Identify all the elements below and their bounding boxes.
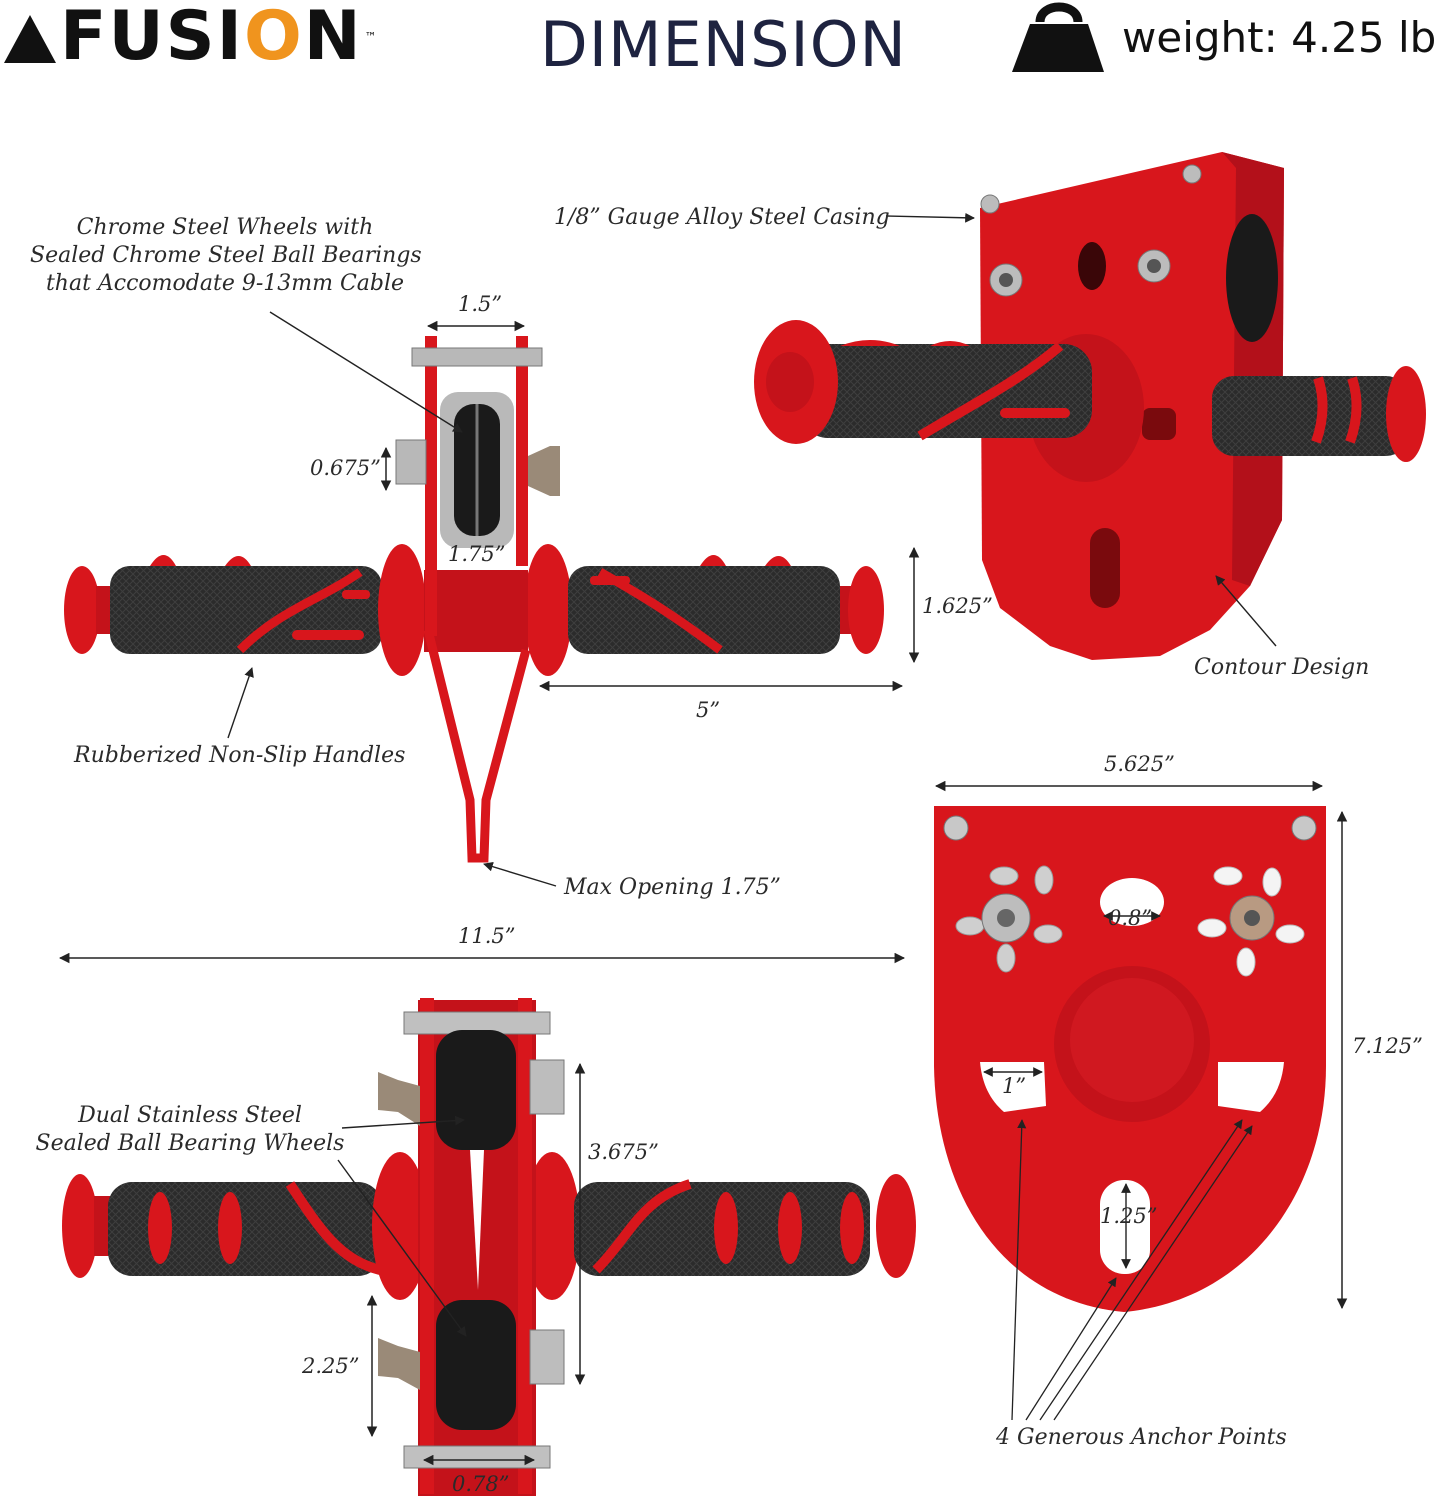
- dual-wheels-line1: Dual Stainless Steel: [78, 1103, 302, 1128]
- dim-axle-offset: 0.675”: [310, 456, 381, 480]
- wheels-callout: Chrome Steel Wheels with Sealed Chrome S…: [30, 214, 422, 298]
- brand-mark-icon: [4, 15, 56, 63]
- kettlebell-weight-icon: [1012, 2, 1104, 72]
- front-wheel: [440, 392, 514, 548]
- front-right-handle: [524, 544, 884, 676]
- max-opening-callout: Max Opening 1.75”: [564, 875, 781, 900]
- front-frame: [395, 336, 560, 863]
- dim-grip-diameter: 1.625”: [922, 594, 993, 618]
- brand-text-main: FUSI: [60, 0, 244, 76]
- trademark: ™: [364, 30, 379, 44]
- brand-text-o: O: [243, 0, 304, 76]
- dim-plate-width: 5.625”: [1104, 752, 1175, 776]
- front-left-handle: [64, 544, 426, 676]
- dim-side-thickness: 0.78”: [452, 1472, 510, 1496]
- dim-center-hole: 0.8”: [1108, 906, 1153, 930]
- perspective-view: [754, 152, 1426, 660]
- contour-callout: Contour Design: [1194, 655, 1370, 680]
- casing-callout: 1/8” Gauge Alloy Steel Casing: [554, 205, 890, 230]
- page-title: DIMENSION: [540, 8, 907, 81]
- top-view: [58, 952, 916, 1496]
- dim-handle-length: 5”: [696, 698, 721, 722]
- dual-wheels-line2: Sealed Ball Bearing Wheels: [35, 1131, 345, 1156]
- wheels-callout-line3: that Accomodate 9-13mm Cable: [45, 271, 405, 296]
- handles-callout: Rubberized Non-Slip Handles: [74, 743, 406, 768]
- anchors-callout: 4 Generous Anchor Points: [996, 1425, 1287, 1450]
- weight-label: weight: 4.25 lb: [1122, 13, 1437, 62]
- dim-plate-height: 7.125”: [1352, 1034, 1423, 1058]
- dim-lower-offset: 2.25”: [302, 1354, 360, 1378]
- wheels-callout-line1: Chrome Steel Wheels with: [76, 215, 374, 240]
- plate-view: [934, 780, 1348, 1421]
- wheels-callout-line2: Sealed Chrome Steel Ball Bearings: [30, 243, 422, 268]
- dim-bottom-slot: 1.25”: [1100, 1204, 1158, 1228]
- brand-text-end: N: [303, 0, 363, 76]
- dual-wheels-callout: Dual Stainless Steel Sealed Ball Bearing…: [30, 1102, 350, 1158]
- front-view: [64, 311, 920, 887]
- dim-frame-width: 1.5”: [458, 292, 503, 316]
- dim-overall-length: 11.5”: [458, 924, 516, 948]
- dim-anchor-width: 1”: [1002, 1074, 1027, 1098]
- dim-wheel-gap: 1.75”: [448, 542, 506, 566]
- dim-wheel-span: 3.675”: [588, 1140, 659, 1164]
